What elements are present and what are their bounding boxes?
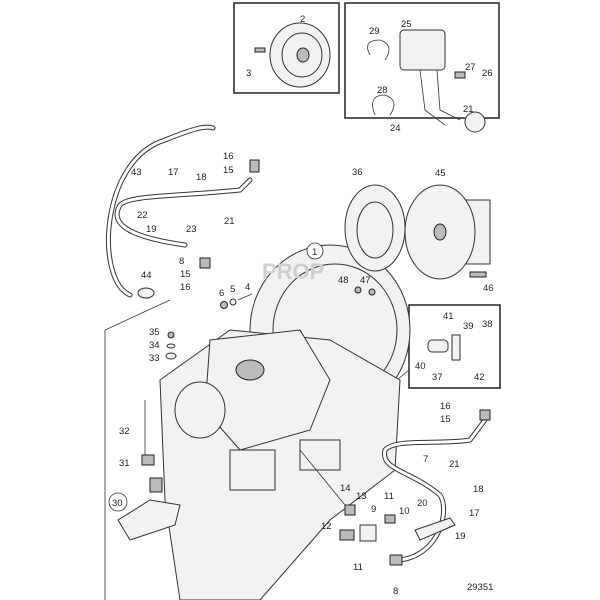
bolt <box>469 271 487 278</box>
callout: 37 <box>432 372 443 383</box>
callout: 44 <box>141 270 152 281</box>
bracket <box>414 517 456 541</box>
fitting <box>339 529 355 541</box>
callout: 17 <box>469 508 480 519</box>
callout: 3 <box>246 68 251 79</box>
callout: 29 <box>369 26 380 37</box>
callout: 5 <box>230 284 235 295</box>
callout: 45 <box>435 168 446 179</box>
callout: 46 <box>483 283 494 294</box>
callout: 39 <box>463 321 474 332</box>
bolt <box>254 47 266 53</box>
callout: 6 <box>219 288 224 299</box>
callout: 20 <box>417 498 428 509</box>
callout: 2 <box>300 14 305 25</box>
tee-fitting <box>359 524 377 542</box>
callout: 10 <box>399 506 410 517</box>
callout: 42 <box>474 372 485 383</box>
callout: 28 <box>377 85 388 96</box>
drawing-number: 29351 <box>467 582 493 593</box>
callout: 9 <box>371 504 376 515</box>
callout: 35 <box>149 327 160 338</box>
callout: 16 <box>440 401 451 412</box>
callout-circled: 1 <box>312 247 317 258</box>
callout: 18 <box>473 484 484 495</box>
callout: 21 <box>463 104 474 115</box>
callout: 18 <box>196 172 207 183</box>
callout: 22 <box>137 210 148 221</box>
callout: 36 <box>352 167 363 178</box>
elbow-fitting <box>137 287 155 299</box>
callout: 40 <box>415 361 426 372</box>
callout: 23 <box>186 224 197 235</box>
callout: 27 <box>465 62 476 73</box>
callout: 43 <box>131 167 142 178</box>
callout: 13 <box>356 491 367 502</box>
callout: 24 <box>390 123 401 134</box>
callout: 15 <box>180 269 191 280</box>
callout: 31 <box>119 458 130 469</box>
callout: 8 <box>179 256 184 267</box>
coupling-flange <box>404 184 491 280</box>
callout: 26 <box>482 68 493 79</box>
callout: 21 <box>224 216 235 227</box>
flywheel-plate <box>269 22 331 88</box>
callout: 47 <box>360 275 371 286</box>
callout: 17 <box>168 167 179 178</box>
callout: 41 <box>443 311 454 322</box>
callout: 8 <box>393 586 398 597</box>
sensor-bracket <box>451 334 461 361</box>
callout: 48 <box>338 275 349 286</box>
callout: 38 <box>482 319 493 330</box>
callout: 16 <box>223 151 234 162</box>
callout: 12 <box>321 521 332 532</box>
callout: 11 <box>384 491 394 502</box>
callout: 14 <box>340 483 351 494</box>
callout: 19 <box>146 224 157 235</box>
callout: 19 <box>455 531 466 542</box>
sensor <box>427 339 449 353</box>
callout: 25 <box>401 19 412 30</box>
wiring-harness <box>367 29 486 133</box>
callout: 7 <box>423 454 428 465</box>
callout: 34 <box>149 340 160 351</box>
callout: 33 <box>149 353 160 364</box>
callout: 15 <box>223 165 234 176</box>
callout: 21 <box>449 459 460 470</box>
callout-labels: 2 3 29 25 27 26 28 21 24 36 45 43 17 18 … <box>108 14 494 597</box>
callout: 32 <box>119 426 130 437</box>
watermark: PROP <box>262 259 324 284</box>
callout: 11 <box>353 562 363 573</box>
transmission-housing <box>159 244 411 600</box>
callout: 15 <box>440 414 451 425</box>
callout: 16 <box>180 282 191 293</box>
callout: 4 <box>245 282 250 293</box>
hose-43 <box>106 124 216 298</box>
engine-mount <box>117 499 181 541</box>
callout-circled: 30 <box>112 498 123 509</box>
